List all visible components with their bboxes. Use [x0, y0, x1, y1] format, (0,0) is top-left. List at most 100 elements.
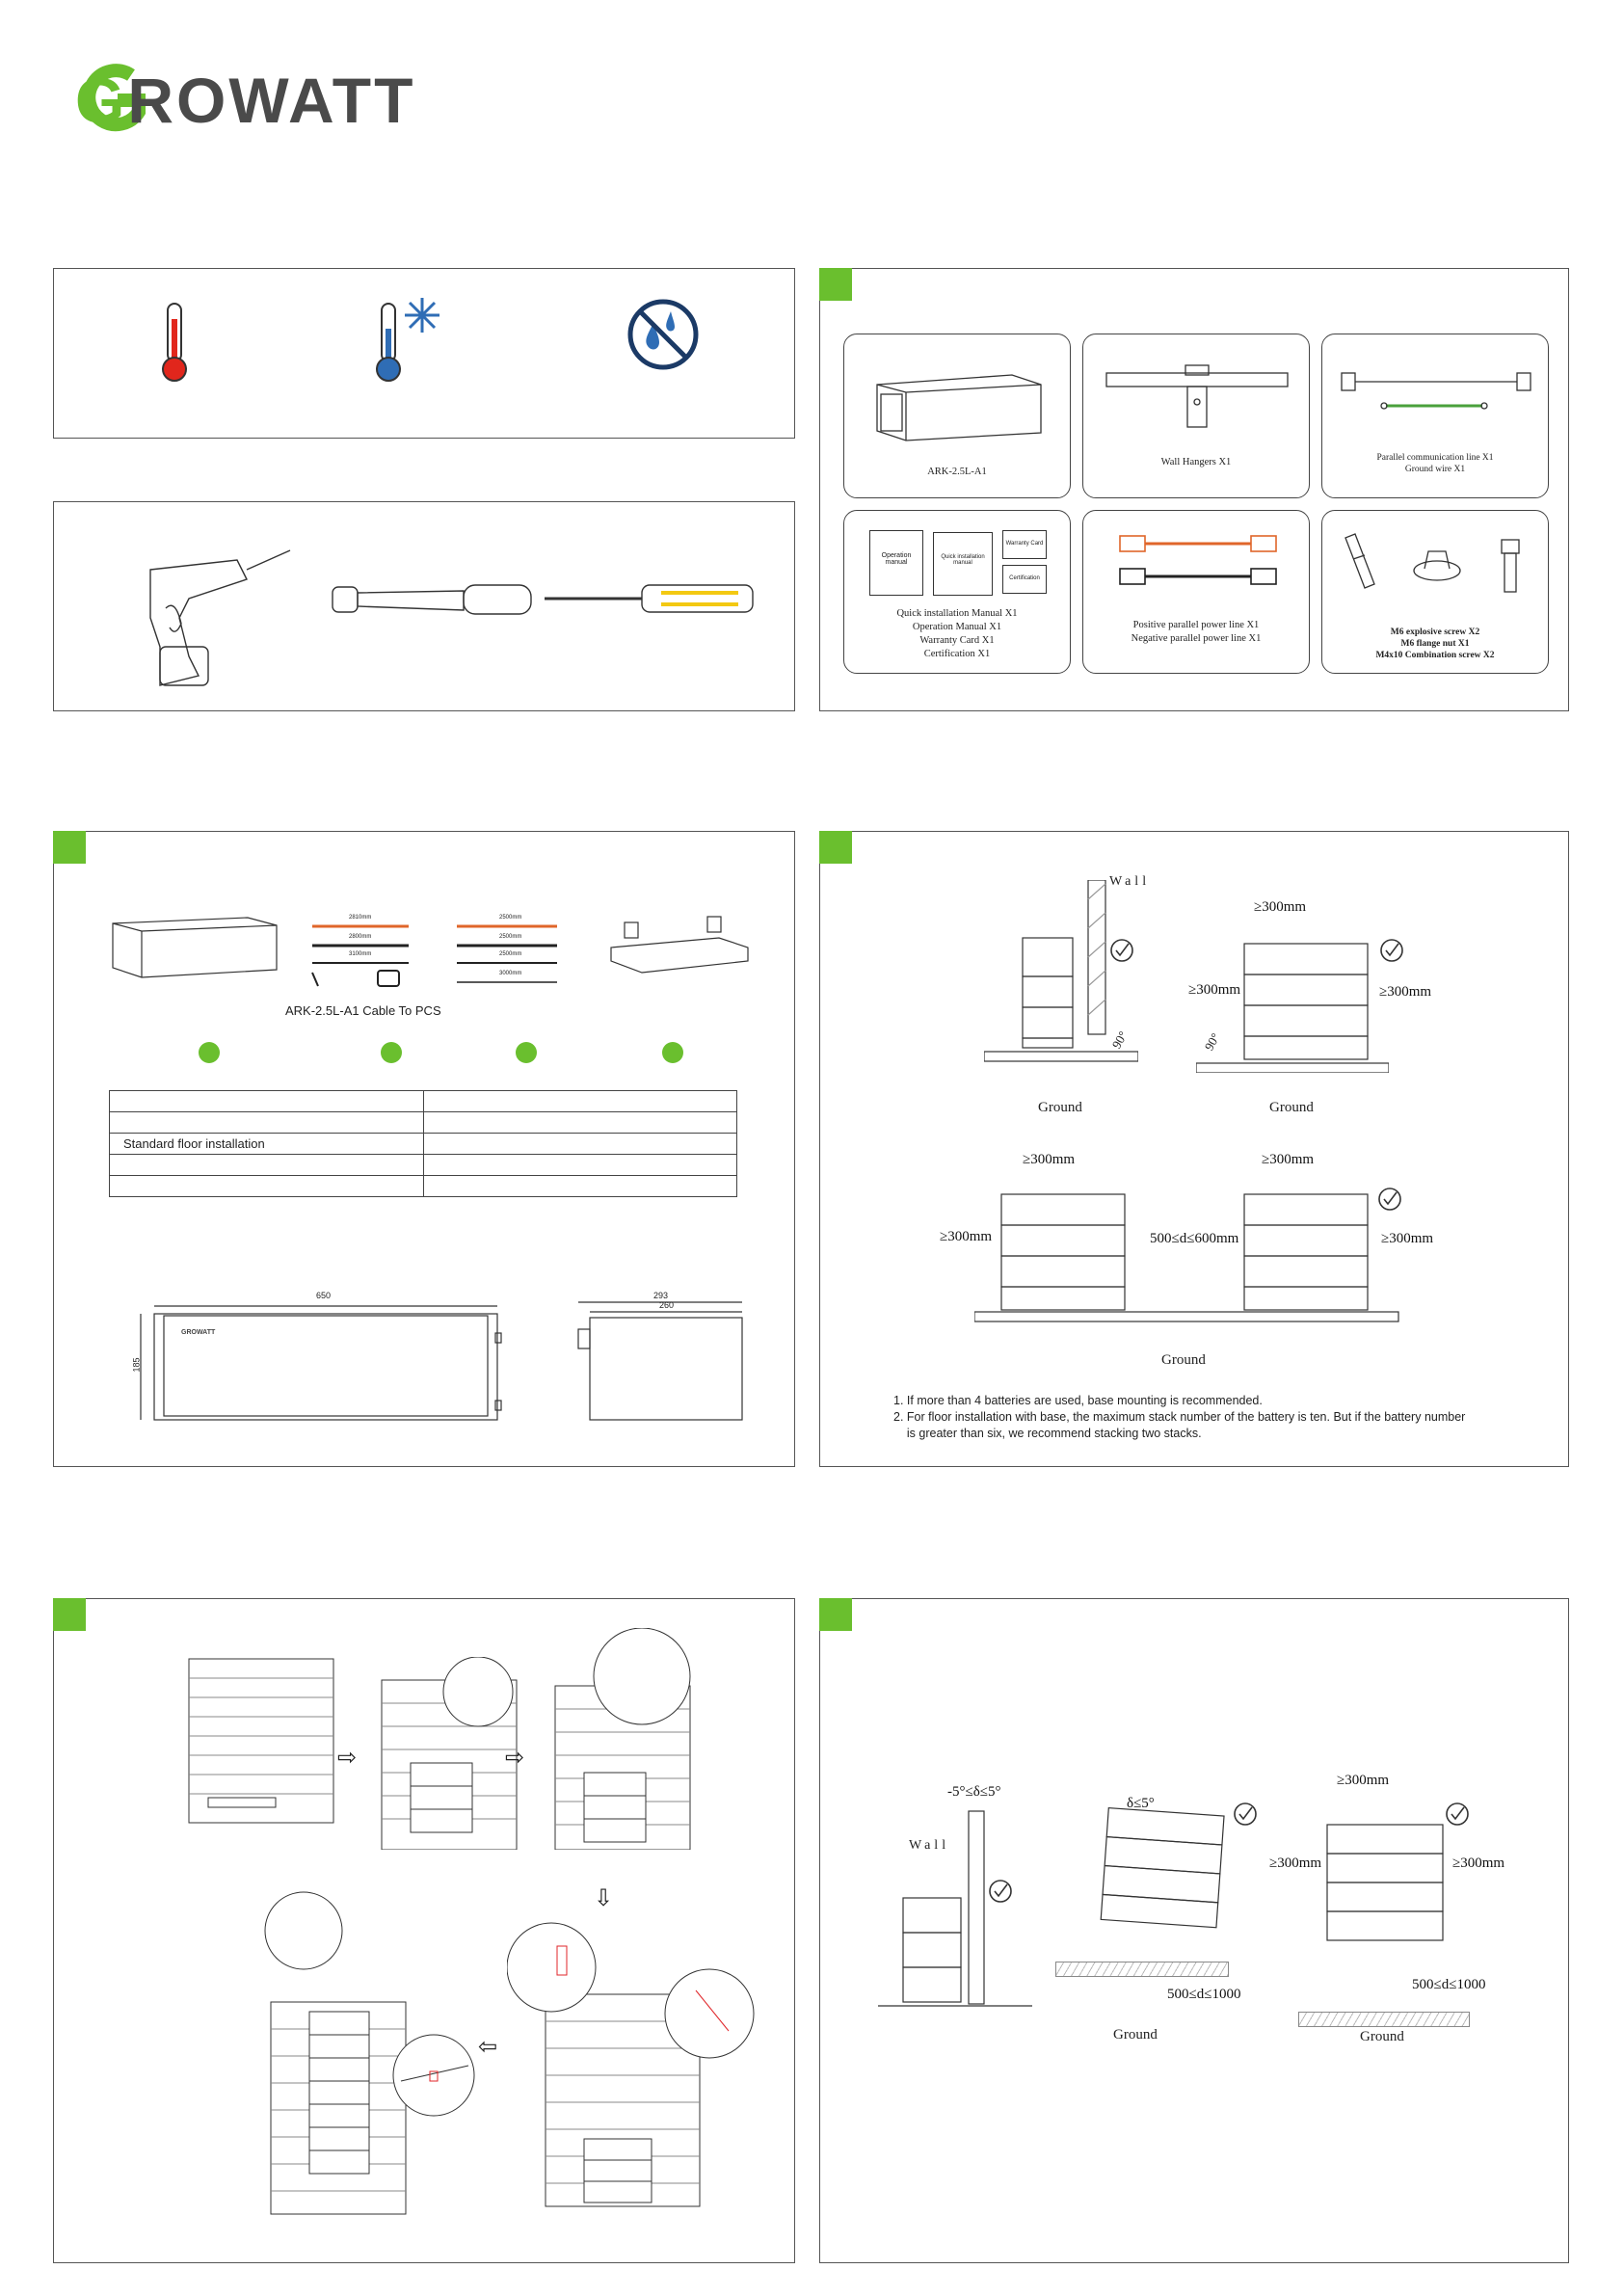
battery-module-drawing — [112, 917, 278, 978]
check-icon — [1233, 1802, 1258, 1831]
table-row — [109, 1090, 737, 1112]
cable-length: 2500mm — [499, 934, 522, 940]
item-caption: Positive parallel power line X1 Negative… — [1131, 620, 1262, 644]
wall-tilt-drawing — [878, 1810, 1032, 2007]
check-icon — [1445, 1802, 1470, 1831]
table-row — [109, 1111, 737, 1134]
label-ground: Ground — [1113, 2027, 1158, 2042]
stack-tilt-drawing — [1326, 1824, 1444, 1941]
item-comm-line: Parallel communication line X1 Ground wi… — [1321, 334, 1549, 498]
item-documents: Operation manual Quick installation manu… — [843, 510, 1071, 674]
ground-hatch — [1298, 2012, 1470, 2027]
doc-quick: Quick installation manual — [933, 532, 993, 596]
cable-length: 3000mm — [499, 971, 522, 976]
option-dot — [662, 1042, 683, 1063]
base-bracket-drawing — [610, 916, 749, 974]
cable-caption: ARK-2.5L-A1 Cable To PCS — [285, 1003, 441, 1018]
label-ground: Ground — [1161, 1352, 1206, 1368]
torque-wrench-icon — [329, 577, 541, 630]
item-battery: ARK-2.5L-A1 — [843, 334, 1071, 498]
label-ground: Ground — [1038, 1100, 1082, 1115]
check-icon — [1377, 1187, 1402, 1216]
logo-mark-small: GROWATT — [181, 1329, 216, 1336]
item-caption: Parallel communication line X1 Ground wi… — [1376, 453, 1494, 474]
step4-wall-drawing — [264, 1891, 407, 2215]
cable-length: 2500mm — [499, 915, 522, 921]
floor-tilt-drawing — [1100, 1807, 1225, 1929]
cable-length: 2800mm — [349, 934, 372, 940]
cable-length: 3100mm — [349, 951, 372, 957]
label-clearance: ≥300mm — [1452, 1855, 1505, 1871]
doc-cert: Certification — [1002, 565, 1047, 594]
step3-wall-drawing — [554, 1628, 691, 1850]
label-wall: Wall — [909, 1838, 950, 1853]
option-dot — [516, 1042, 537, 1063]
cable-set-a: 2810mm 2800mm 3100mm — [303, 915, 418, 994]
label-spacing: 500≤d≤1000 — [1412, 1977, 1486, 1992]
doc-warranty: Warranty Card — [1002, 530, 1047, 559]
clearance-panel: Wall Ground 90° ≥300mm ≥300mm ≥300mm Gro… — [819, 831, 1569, 1467]
power-drill-icon — [131, 531, 295, 700]
step1-wall-drawing — [188, 1658, 334, 1824]
check-icon — [988, 1879, 1013, 1909]
arrow-down-icon: ⇩ — [594, 1885, 614, 1911]
label-clearance: ≥300mm — [1269, 1855, 1322, 1871]
section-marker — [819, 268, 852, 301]
doc-manual: Operation manual — [869, 530, 923, 596]
item-screws: M6 explosive screw X2 M6 flange nut X1 M… — [1321, 510, 1549, 674]
cables-spec-panel: 2810mm 2800mm 3100mm 2500mm 2500mm 2500m… — [53, 831, 795, 1467]
section-marker — [53, 1598, 86, 1631]
cable-length: 2500mm — [499, 951, 522, 957]
label-tilt-range: -5°≤δ≤5° — [947, 1784, 1001, 1800]
package-contents-panel: ARK-2.5L-A1 Wall Hangers X1 Parallel com… — [819, 268, 1569, 711]
two-stack-drawing — [974, 1193, 1399, 1322]
option-dot — [199, 1042, 220, 1063]
table-row — [109, 1154, 737, 1176]
environment-panel — [53, 268, 795, 439]
label-clearance: ≥300mm — [1262, 1152, 1315, 1167]
dim-depth: 260 — [659, 1300, 675, 1310]
ground-hatch — [1055, 1962, 1229, 1977]
wall-stack-drawing — [984, 880, 1138, 1062]
label-ground: Ground — [1269, 1100, 1314, 1115]
thermometer-cold-icon — [362, 294, 449, 391]
dim-length: 650 — [316, 1291, 332, 1300]
step2-wall-drawing — [381, 1657, 518, 1850]
brand-logo: GROWATT — [75, 62, 470, 139]
arrow-right-icon: ⇨ — [337, 1745, 358, 1771]
section-marker — [819, 831, 852, 864]
label-tilt-max: δ≤5° — [1127, 1796, 1155, 1811]
table-row — [109, 1175, 737, 1197]
label-clearance: ≥300mm — [1188, 982, 1241, 998]
table-row: Standard floor installation — [109, 1133, 737, 1155]
item-caption: ARK-2.5L-A1 — [927, 467, 987, 477]
note-line: is greater than six, we recommend stacki… — [893, 1427, 1202, 1440]
item-wall-hangers: Wall Hangers X1 — [1082, 334, 1310, 498]
item-power-lines: Positive parallel power line X1 Negative… — [1082, 510, 1310, 674]
note-line: 1. If more than 4 batteries are used, ba… — [893, 1394, 1263, 1407]
tilt-panel: -5°≤δ≤5° Wall δ≤5° 500≤d≤1000 Ground ≥30… — [819, 1598, 1569, 2263]
floor-stack-drawing — [1196, 943, 1389, 1073]
label-clearance: ≥300mm — [940, 1229, 993, 1244]
dim-depth: 293 — [653, 1291, 669, 1300]
arrow-right-icon: ⇨ — [505, 1745, 525, 1771]
step5-wall-drawing — [507, 1922, 755, 2207]
side-dimension-drawing: 293 260 — [574, 1291, 748, 1429]
section-marker — [53, 831, 86, 864]
thermometer-hot-icon — [150, 300, 199, 391]
spec-table: Standard floor installation — [109, 1090, 737, 1197]
label-spacing: 500≤d≤600mm — [1150, 1231, 1239, 1246]
step-detail-drawing — [392, 2034, 475, 2117]
note-line: 2. For floor installation with base, the… — [893, 1410, 1466, 1424]
logo-wordmark: GROWATT — [75, 65, 416, 136]
section-marker — [819, 1598, 852, 1631]
screwdriver-icon — [541, 579, 762, 623]
front-dimension-drawing: 650 185 GROWATT — [131, 1291, 517, 1429]
label-clearance: ≥300mm — [1254, 899, 1307, 915]
label-clearance: ≥300mm — [1023, 1152, 1076, 1167]
label-wall: Wall — [1109, 874, 1151, 889]
check-icon — [1109, 938, 1134, 968]
label-spacing: 500≤d≤1000 — [1167, 1987, 1241, 2002]
label-ground: Ground — [1360, 2029, 1404, 2044]
arrow-left-icon: ⇦ — [478, 2034, 498, 2060]
